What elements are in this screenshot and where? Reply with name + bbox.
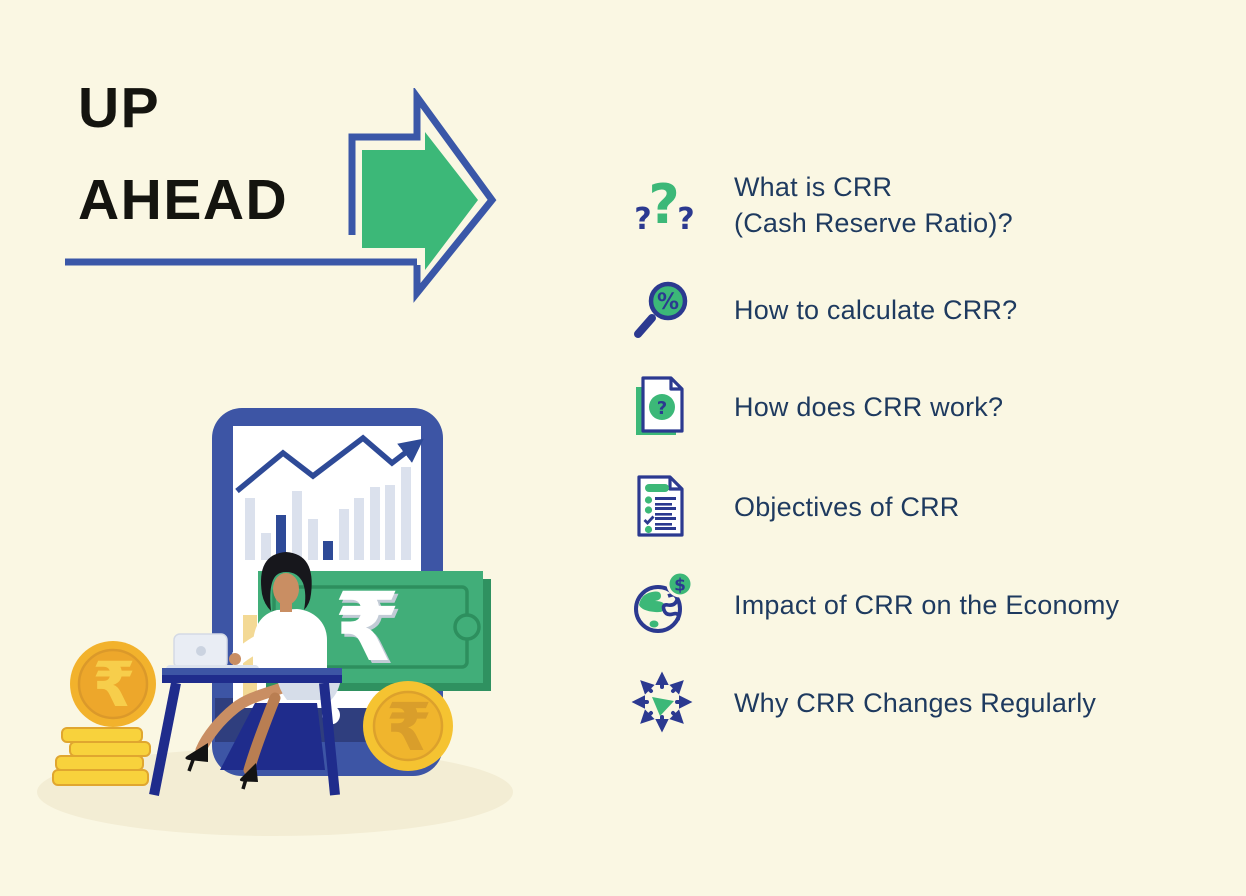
hair	[261, 552, 312, 611]
svg-text:?: ?	[677, 202, 694, 237]
screen-trend-arrow	[235, 434, 424, 494]
desk-leg-left	[149, 682, 181, 796]
front-shoe	[185, 743, 208, 762]
arrows-out-icon	[630, 669, 698, 737]
arrow-fill	[362, 132, 478, 270]
svg-text:?: ?	[634, 202, 651, 237]
face	[273, 573, 299, 605]
back-leg	[243, 692, 281, 776]
note-rupee-symbol: ₹	[334, 573, 400, 683]
title-line-1: UP	[78, 76, 161, 140]
topic-item-2: % How to calculate CRR?	[630, 269, 1220, 351]
finance-illustration: ₹ ₹	[35, 388, 525, 850]
coin-rupee-symbol: ₹	[386, 689, 432, 766]
desk	[149, 668, 342, 796]
back-shoe	[239, 763, 258, 782]
arm	[232, 628, 279, 665]
topic-item-3: ? How does CRR work?	[630, 366, 1220, 448]
svg-text:%: %	[657, 290, 679, 315]
front-leg	[195, 680, 293, 756]
page-title: UP AHEAD	[78, 62, 288, 246]
coin-stack	[52, 727, 151, 786]
topics-list: ? ? ? What is CRR (Cash Reserve Ratio)? …	[630, 0, 1220, 896]
screen-bar-chart	[245, 467, 411, 560]
desk-leg-right	[319, 682, 340, 796]
forward-arrow-graphic	[60, 86, 505, 308]
torso	[253, 609, 327, 680]
topic-item-5: $ Impact of CRR on the Economy	[630, 564, 1220, 646]
document-question-icon: ?	[630, 373, 698, 441]
svg-text:$: $	[674, 576, 686, 596]
coin-right: ₹	[363, 681, 453, 771]
coin-left: ₹	[70, 641, 156, 727]
topic-label: How to calculate CRR?	[734, 295, 1018, 325]
topic-item-4: Objectives of CRR	[630, 466, 1220, 548]
svg-text:?: ?	[648, 173, 679, 236]
svg-text:₹: ₹	[337, 576, 403, 686]
topic-item-1: ? ? ? What is CRR (Cash Reserve Ratio)?	[630, 164, 1220, 246]
checklist-icon	[630, 473, 698, 541]
topic-item-6: Why CRR Changes Regularly	[630, 662, 1220, 744]
arrow-outline	[348, 86, 497, 303]
title-line-2: AHEAD	[78, 168, 289, 232]
globe-dollar-icon: $	[630, 571, 698, 639]
hand	[229, 653, 241, 665]
magnifier-percent-icon: %	[630, 276, 698, 344]
topic-label: Objectives of CRR	[734, 492, 960, 522]
topic-label: Why CRR Changes Regularly	[734, 688, 1097, 718]
stool	[220, 703, 325, 770]
topic-label: Impact of CRR on the Economy	[734, 590, 1120, 620]
question-marks-icon: ? ? ?	[630, 171, 698, 239]
svg-text:?: ?	[657, 398, 667, 419]
coin-rupee-symbol: ₹	[92, 648, 135, 721]
topic-label: How does CRR work?	[734, 392, 1004, 422]
topic-label: What is CRR (Cash Reserve Ratio)?	[734, 172, 1013, 238]
